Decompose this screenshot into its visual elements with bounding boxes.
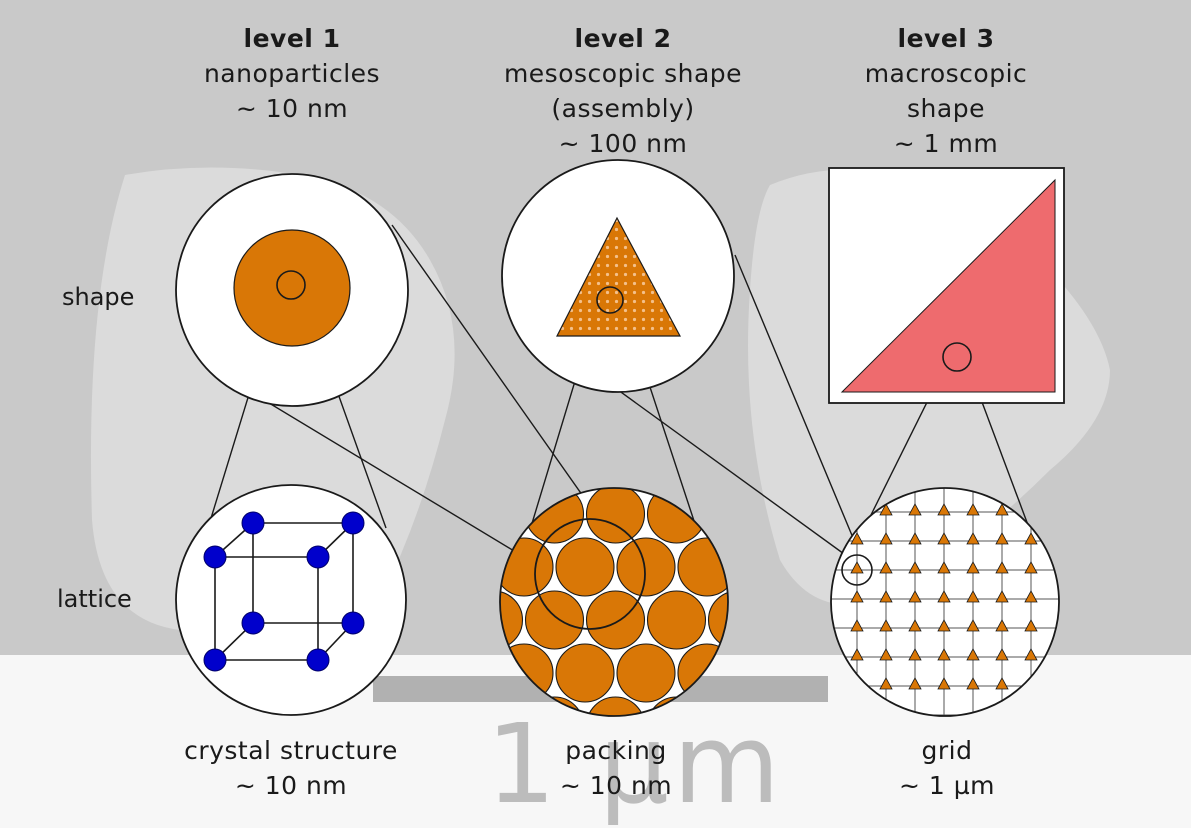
lattice-label-level1: crystal structure ~ 10 nm <box>184 736 398 800</box>
zoom-marker <box>942 342 972 372</box>
grid-triangle <box>995 503 1009 516</box>
grid-triangle <box>1024 648 1038 661</box>
atom <box>241 511 265 535</box>
lattice-label-level2: packing ~ 10 nm <box>559 736 673 800</box>
grid-triangle <box>995 590 1009 603</box>
crystal-structure-view <box>175 484 407 716</box>
grid-triangle <box>879 503 893 516</box>
column-header-level1: level 1 nanoparticles ~ 10 nm <box>203 24 381 123</box>
grid-triangle <box>1024 561 1038 574</box>
packed-particle <box>616 643 676 703</box>
grid-triangle <box>937 532 951 545</box>
grid-triangle <box>1024 619 1038 632</box>
atom <box>306 545 330 569</box>
grid-triangle <box>995 619 1009 632</box>
grid-triangle <box>850 648 864 661</box>
atom <box>203 545 227 569</box>
grid-triangle <box>879 648 893 661</box>
grid-triangle <box>937 648 951 661</box>
grid-triangle <box>850 532 864 545</box>
grid-triangle <box>908 619 922 632</box>
column-header-level3: level 3 macroscopic shape ~ 1 mm <box>864 24 1028 158</box>
grid-triangle <box>966 677 980 690</box>
atom <box>203 648 227 672</box>
zoom-marker <box>841 554 873 586</box>
packed-particle <box>616 537 676 597</box>
atom <box>241 611 265 635</box>
atom <box>341 611 365 635</box>
atom <box>341 511 365 535</box>
packed-particle <box>555 643 615 703</box>
packed-particle <box>585 488 646 544</box>
macroscopic-triangle <box>840 178 1056 393</box>
grid-triangle <box>995 648 1009 661</box>
grid-triangle <box>937 619 951 632</box>
grid-triangle <box>908 503 922 516</box>
grid-triangle <box>966 590 980 603</box>
zoom-marker <box>534 518 646 630</box>
zoom-marker <box>276 270 306 300</box>
grid-triangle <box>908 677 922 690</box>
grid-triangle <box>908 648 922 661</box>
grid-triangle <box>908 532 922 545</box>
level3-shape-view <box>828 167 1065 404</box>
packed-particle <box>524 590 585 650</box>
grid-triangle <box>850 561 864 574</box>
grid-triangle <box>879 532 893 545</box>
atom <box>306 648 330 672</box>
nanoparticle <box>233 229 351 347</box>
packed-particle <box>585 590 646 650</box>
grid-triangle <box>966 532 980 545</box>
scale-bar-label: 1 µm <box>485 700 785 828</box>
packed-particle <box>500 590 524 650</box>
grid-triangle <box>995 561 1009 574</box>
packed-particle <box>555 537 615 597</box>
row-label-shape: shape <box>62 283 135 311</box>
triangle-assembly <box>556 216 682 337</box>
grid-triangle <box>937 561 951 574</box>
zoom-marker <box>596 286 624 314</box>
grid-triangle <box>937 503 951 516</box>
grid-triangle <box>850 619 864 632</box>
grid-triangle <box>1024 590 1038 603</box>
grid-triangle <box>966 648 980 661</box>
grid-triangle <box>966 561 980 574</box>
level1-shape-view <box>175 173 409 407</box>
grid-triangle <box>908 590 922 603</box>
lattice-label-level3: grid ~ 1 µm <box>898 736 995 800</box>
packing-view <box>499 487 729 717</box>
level2-shape-view <box>501 159 735 393</box>
grid-triangle <box>937 590 951 603</box>
grid-triangle <box>995 532 1009 545</box>
grid-triangle <box>879 590 893 603</box>
row-label-lattice: lattice <box>57 585 132 613</box>
grid-triangle <box>966 619 980 632</box>
grid-triangle <box>937 677 951 690</box>
grid-triangle <box>850 590 864 603</box>
grid-triangle <box>995 677 1009 690</box>
column-header-level2: level 2 mesoscopic shape (assembly) ~ 10… <box>503 24 743 158</box>
grid-triangle <box>879 561 893 574</box>
packed-particle <box>585 696 646 716</box>
grid-triangle <box>879 619 893 632</box>
grid-triangle <box>966 503 980 516</box>
grid-triangle <box>879 677 893 690</box>
grid-triangle <box>908 561 922 574</box>
packed-particle <box>646 590 707 650</box>
grid-triangle <box>1024 532 1038 545</box>
